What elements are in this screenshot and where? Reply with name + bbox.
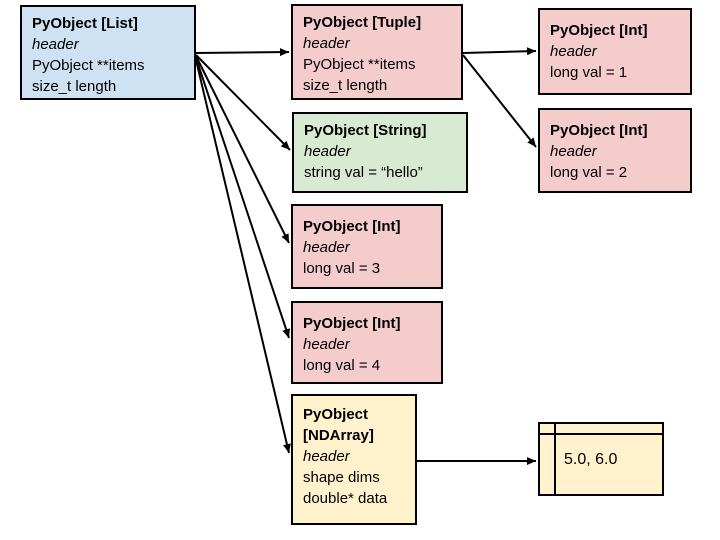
node-pyobject-list: PyObject [List] header PyObject **items … <box>20 5 196 100</box>
node-field: header <box>32 36 79 53</box>
node-field: shape dims <box>303 469 380 486</box>
node-pyobject-tuple: PyObject [Tuple] header PyObject **items… <box>291 4 463 100</box>
node-field: PyObject **items <box>32 57 145 74</box>
node-field: header <box>303 336 350 353</box>
array-values: 5.0, 6.0 <box>564 451 618 468</box>
edge-list-tuple <box>195 48 290 57</box>
node-title: PyObject [Int] <box>550 122 648 139</box>
edge-tuple-int2 <box>462 54 537 148</box>
node-pyobject-int-1: PyObject [Int] header long val = 1 <box>538 8 692 95</box>
node-title: PyObject [Int] <box>550 22 648 39</box>
node-field: double* data <box>303 490 388 507</box>
node-title: PyObject [NDArray] <box>303 406 374 444</box>
node-title: PyObject [Tuple] <box>303 14 422 31</box>
node-field: header <box>550 43 597 60</box>
edge-list-int3 <box>195 55 290 244</box>
node-title: PyObject [Int] <box>303 218 401 235</box>
array-top-divider <box>540 433 662 435</box>
node-field: header <box>550 143 597 160</box>
node-pyobject-int-3: PyObject [Int] header long val = 3 <box>291 204 443 289</box>
node-field: long val = 2 <box>550 164 628 181</box>
node-pyobject-string: PyObject [String] header string val = “h… <box>292 112 468 193</box>
node-pyobject-int-2: PyObject [Int] header long val = 2 <box>538 108 692 193</box>
edge-list-int4 <box>195 57 290 339</box>
node-field: header <box>303 448 350 465</box>
node-field: size_t length <box>32 78 117 95</box>
node-field: string val = “hello” <box>304 164 423 181</box>
node-field: header <box>303 239 350 256</box>
node-field: size_t length <box>303 77 388 94</box>
edge-list-ndarray <box>195 59 291 454</box>
node-field: long val = 3 <box>303 260 381 277</box>
edge-tuple-int1 <box>462 47 537 56</box>
node-field: long val = 1 <box>550 64 628 81</box>
node-array-buffer: 5.0, 6.0 <box>538 422 664 496</box>
edge-list-string <box>195 54 291 151</box>
node-title: PyObject [Int] <box>303 315 401 332</box>
node-pyobject-int-4: PyObject [Int] header long val = 4 <box>291 301 443 384</box>
node-pyobject-ndarray: PyObject [NDArray] header shape dims dou… <box>291 394 417 525</box>
node-title: PyObject [List] <box>32 15 138 32</box>
node-field: header <box>303 35 350 52</box>
node-field: header <box>304 143 351 160</box>
node-field: PyObject **items <box>303 56 416 73</box>
array-left-divider <box>554 424 556 494</box>
node-field: long val = 4 <box>303 357 381 374</box>
node-title: PyObject [String] <box>304 122 427 139</box>
